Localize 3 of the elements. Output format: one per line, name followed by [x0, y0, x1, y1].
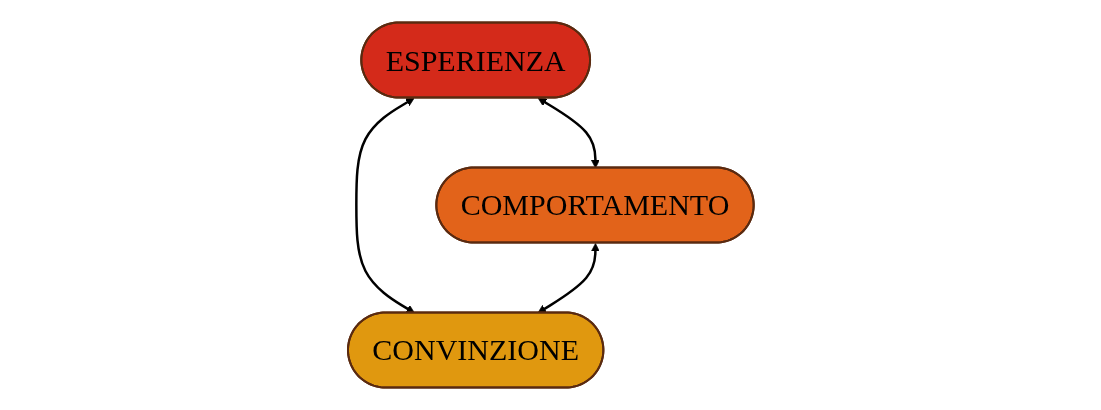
- arrow: [354, 97, 415, 314]
- arrow: [537, 97, 600, 169]
- arrow: [537, 243, 600, 314]
